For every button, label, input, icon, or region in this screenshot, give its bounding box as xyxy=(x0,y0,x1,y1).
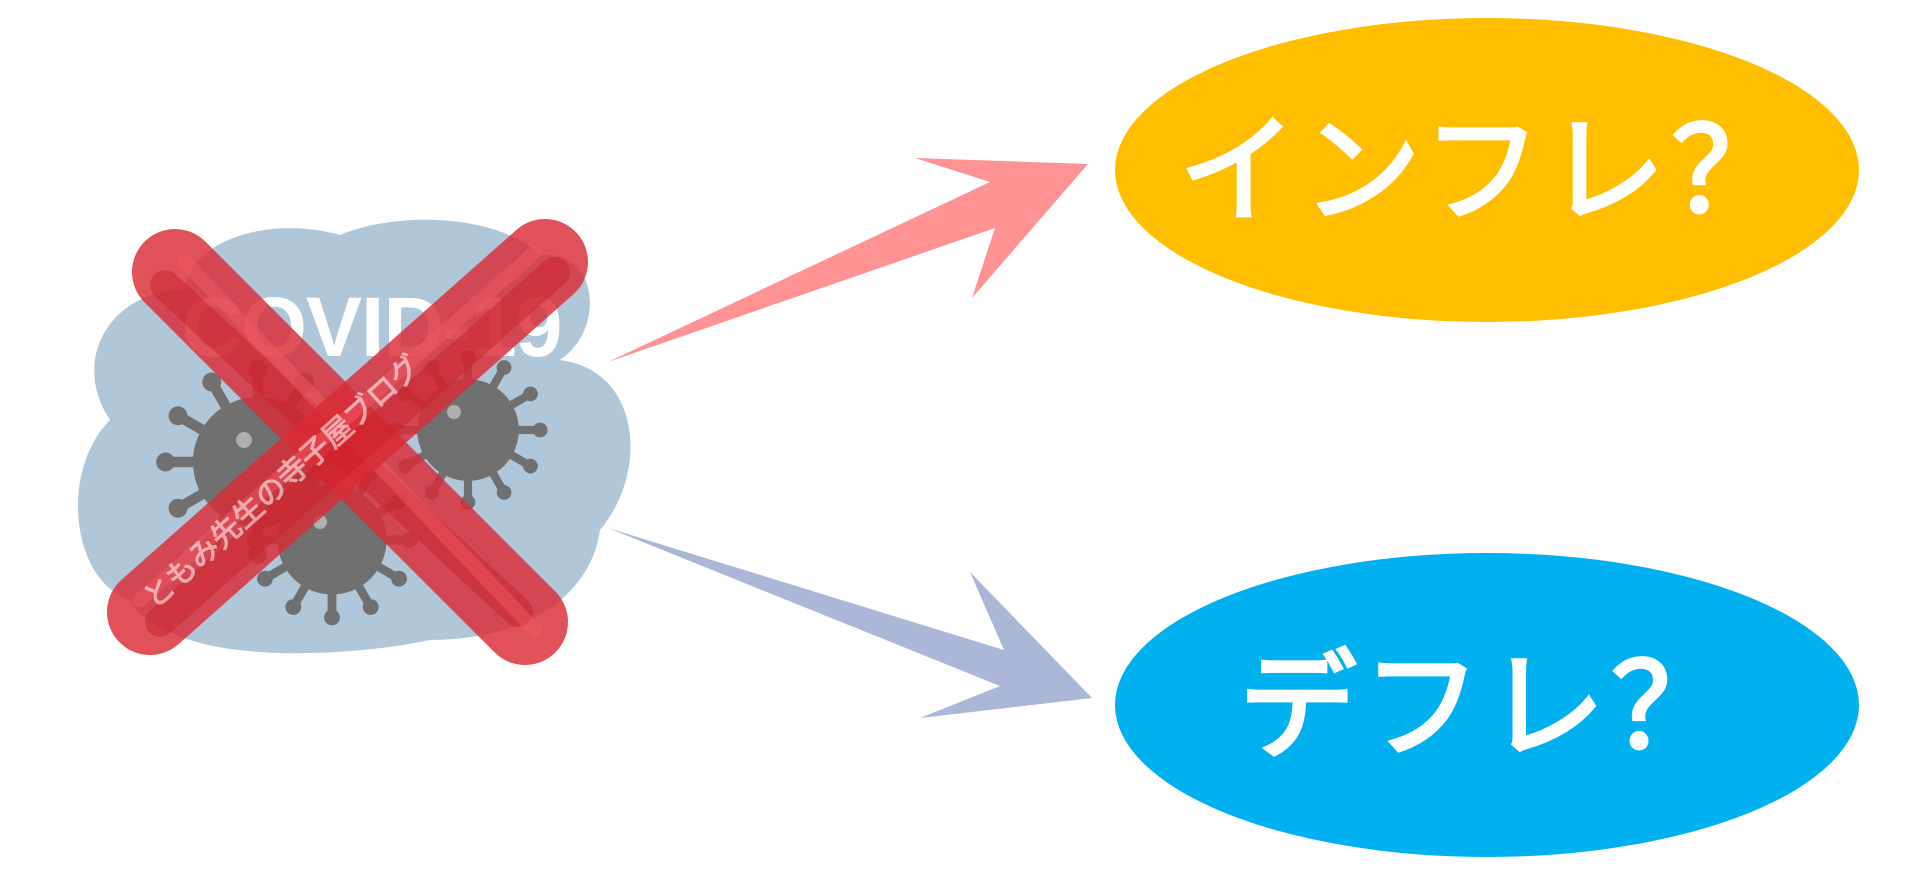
deflation-ellipse xyxy=(1115,553,1859,857)
deflation-oval: デフレ？ xyxy=(1115,553,1859,857)
arrow-to-inflation xyxy=(608,158,1088,362)
inflation-oval: インフレ？ xyxy=(1115,18,1859,322)
inflation-label: インフレ？ xyxy=(1179,102,1795,240)
arrow-to-deflation xyxy=(608,528,1092,718)
cross-mark-icon xyxy=(107,219,588,665)
deflation-label: デフレ？ xyxy=(1239,638,1735,776)
covid-cloud: COVID-19 ともみ先生の寺子屋ブログ xyxy=(77,219,631,665)
inflation-ellipse xyxy=(1115,18,1859,322)
